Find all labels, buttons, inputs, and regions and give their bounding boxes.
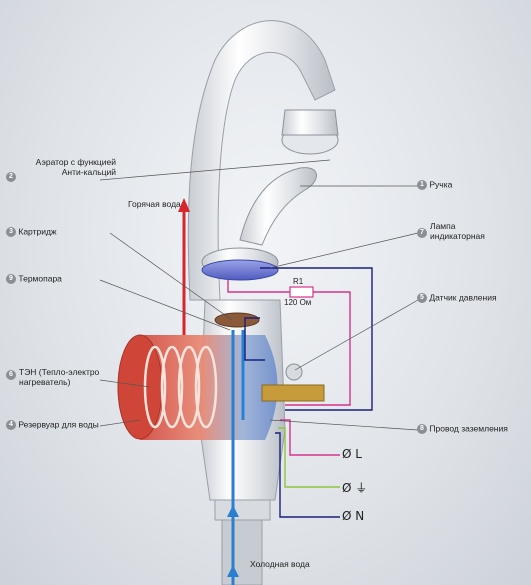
label-pressure-sensor-number: 5 [417, 293, 427, 303]
heater-coil [143, 345, 218, 429]
handle [239, 167, 317, 246]
lamp-ring [201, 259, 279, 281]
label-heater-number: 6 [6, 370, 16, 380]
label-heater: 6 ТЭН (Тепло-электро нагреватель) [6, 367, 100, 388]
label-reservoir-text: Резервуар для воды [18, 419, 99, 430]
pressure-sensor [261, 384, 325, 402]
cartridge [214, 312, 260, 328]
label-ground-wire-number: 8 [417, 424, 427, 434]
wiring [227, 267, 373, 518]
terminal-ground-label: ⏚ [355, 481, 368, 495]
label-handle-text: Ручка [429, 179, 453, 190]
label-reservoir-number: 4 [6, 420, 16, 430]
label-ground-wire-text: Провод заземления [429, 423, 508, 434]
label-thermocouple: 9 Термопара [6, 273, 62, 284]
label-aerator-text: Аэратор с функцией Анти-кальций [35, 157, 116, 177]
resistor-name: R1 [293, 277, 304, 286]
label-lamp-number: 7 [417, 228, 427, 238]
label-pressure-sensor: 5 Датчик давления [417, 292, 497, 303]
cold-water-label: Холодная вода [250, 559, 310, 569]
cold-water-pipe [227, 330, 245, 585]
terminal-live-prefix: Ø [342, 447, 352, 461]
terminal-live-label: L [355, 447, 362, 461]
terminal-live: Ø L [342, 447, 362, 461]
terminal-neutral-label: N [355, 509, 365, 523]
label-lamp-text: Лампа индикаторная [430, 221, 485, 241]
label-handle-number: 1 [417, 180, 427, 190]
terminal-ground-prefix: Ø [342, 481, 352, 495]
leader-lines [99, 159, 420, 431]
resistor [289, 286, 314, 298]
label-pressure-sensor-text: Датчик давления [429, 292, 497, 303]
label-handle: 1 Ручка [417, 179, 453, 190]
reservoir [117, 334, 163, 440]
label-lamp: 7 Лампа индикаторная [417, 221, 485, 242]
spout [187, 20, 336, 301]
label-thermocouple-text: Термопара [18, 273, 62, 284]
label-thermocouple-number: 9 [6, 274, 16, 284]
terminal-ground: Ø ⏚ [342, 479, 367, 496]
hot-water-label: Горячая вода [128, 199, 181, 209]
label-cartridge: 3 Картридж [6, 226, 57, 237]
label-cartridge-text: Картридж [18, 226, 57, 237]
terminal-neutral: Ø N [342, 509, 364, 523]
label-cartridge-number: 3 [6, 227, 16, 237]
hot-water-arrow [178, 198, 190, 335]
label-heater-text: ТЭН (Тепло-электро нагреватель) [19, 367, 100, 387]
label-aerator-number: 2 [6, 172, 16, 182]
label-ground-wire: 8 Провод заземления [417, 423, 508, 434]
resistor-value: 120 Ом [284, 298, 312, 307]
terminal-neutral-prefix: Ø [342, 509, 352, 523]
label-aerator: Аэратор с функцией Анти-кальций 2 [6, 157, 116, 182]
label-reservoir: 4 Резервуар для воды [6, 419, 99, 430]
